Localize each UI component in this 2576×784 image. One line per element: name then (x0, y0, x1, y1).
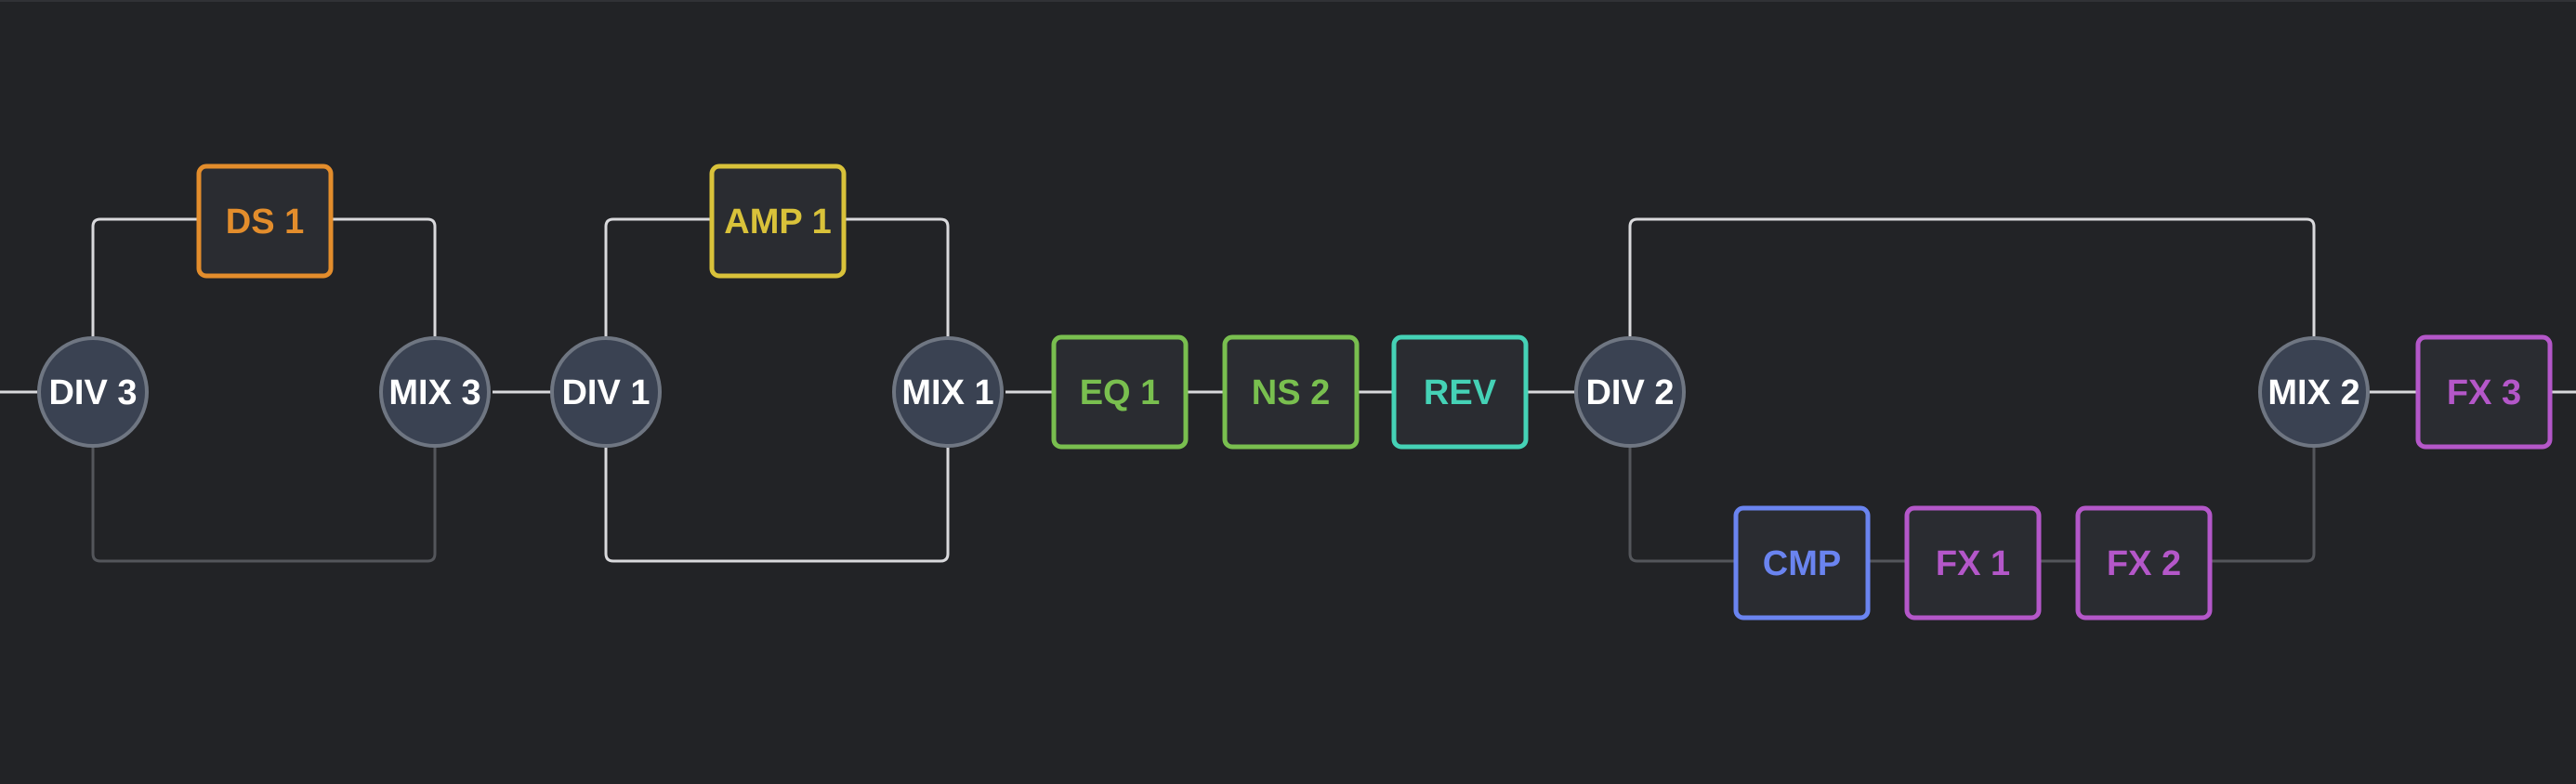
wire-div3-mix3-bypass (91, 448, 437, 563)
mix2-label: MIX 2 (2267, 373, 2359, 412)
cmp-label: CMP (1763, 544, 1841, 583)
fx3-block[interactable]: FX 3 (2415, 334, 2553, 450)
ds1-label: DS 1 (226, 203, 304, 242)
div1-label: DIV 1 (561, 373, 650, 412)
fx2-label: FX 2 (2107, 544, 2181, 583)
wire-div2-cmp (1628, 448, 1736, 563)
wire-ds1-mix3 (331, 217, 437, 336)
div3-label: DIV 3 (48, 373, 137, 412)
fx3-label: FX 3 (2447, 373, 2521, 412)
ds1-block[interactable]: DS 1 (196, 163, 334, 279)
div1-node[interactable]: DIV 1 (550, 336, 662, 448)
mix3-node[interactable]: MIX 3 (379, 336, 491, 448)
div3-node[interactable]: DIV 3 (37, 336, 149, 448)
div2-label: DIV 2 (1585, 373, 1674, 412)
eq1-block[interactable]: EQ 1 (1051, 334, 1189, 450)
wire-div1-mix1-bypass (604, 448, 950, 563)
cmp-block[interactable]: CMP (1733, 505, 1871, 621)
fx1-label: FX 1 (1936, 544, 2010, 583)
wire-div1-amp1 (604, 217, 712, 336)
rev-label: REV (1424, 373, 1497, 412)
ns2-label: NS 2 (1252, 373, 1330, 412)
rev-block[interactable]: REV (1391, 334, 1529, 450)
wires (0, 217, 2576, 563)
fx2-block[interactable]: FX 2 (2075, 505, 2213, 621)
mix1-node[interactable]: MIX 1 (892, 336, 1004, 448)
mix2-node[interactable]: MIX 2 (2258, 336, 2370, 448)
fx1-block[interactable]: FX 1 (1904, 505, 2042, 621)
wire-div3-ds1 (91, 217, 199, 336)
amp1-block[interactable]: AMP 1 (709, 163, 847, 279)
wire-amp1-mix1 (844, 217, 950, 336)
mix1-label: MIX 1 (901, 373, 993, 412)
wire-fx2-mix2 (2210, 448, 2316, 563)
div2-node[interactable]: DIV 2 (1574, 336, 1686, 448)
mix3-label: MIX 3 (388, 373, 480, 412)
wire-div2-mix2-top (1628, 217, 2316, 336)
eq1-label: EQ 1 (1080, 373, 1161, 412)
amp1-label: AMP 1 (724, 203, 831, 242)
ns2-block[interactable]: NS 2 (1222, 334, 1360, 450)
